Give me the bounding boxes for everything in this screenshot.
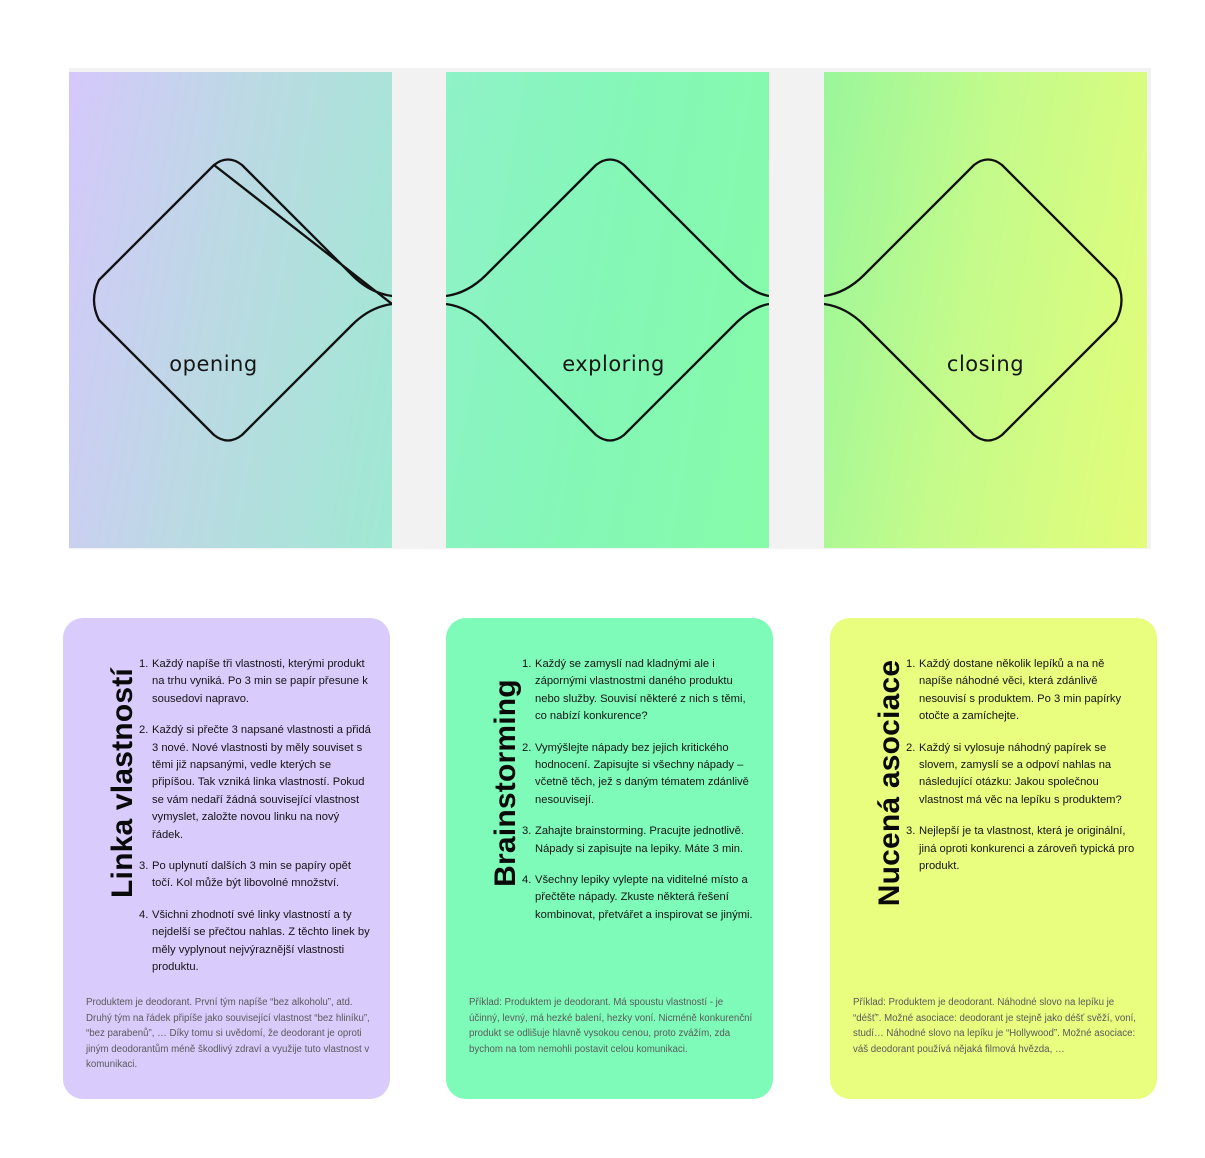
diamond-exploring-shape — [446, 158, 769, 442]
list-item: 2.Vymýšlejte nápady bez jejich kritickéh… — [522, 741, 749, 806]
phase-label-closing: closing — [946, 352, 1025, 376]
steps-list: 1.Každý se zamyslí nad kladnými ale i zá… — [522, 656, 754, 938]
list-item: 4.Všichni zhodnotí své linky vlastností … — [139, 908, 370, 974]
phase-label-exploring: exploring — [562, 352, 665, 376]
card-linka-vlastnosti: Linka vlastností 1.Každý napíše tři vlas… — [63, 618, 390, 1099]
card-brainstorming: Brainstorming 1.Každý se zamyslí nad kla… — [446, 618, 773, 1099]
diamond-opening-shape — [92, 158, 392, 442]
card-nucena-asociace: Nucená asociace 1.Každý dostane několik … — [830, 618, 1157, 1099]
phase-label-opening: opening — [169, 352, 258, 376]
list-item: 2.Každý si přečte 3 napsané vlastnosti a… — [139, 724, 371, 841]
list-item: 1.Každý se zamyslí nad kladnými ale i zá… — [522, 658, 746, 723]
phase-panel-closing: closing — [824, 72, 1147, 548]
list-item: 3.Zahajte brainstorming. Pracujte jednot… — [522, 825, 744, 855]
steps-list: 1.Každý napíše tři vlastnosti, kterými p… — [139, 656, 371, 991]
list-item: 2.Každý si vylosuje náhodný papírek se s… — [906, 741, 1122, 806]
list-item: 3.Nejlepší je ta vlastnost, která je ori… — [906, 825, 1135, 873]
list-item: 3.Po uplynutí dalších 3 min se papíry op… — [139, 860, 352, 890]
list-item: 4.Všechny lepiky vylepte na viditelné mí… — [522, 874, 753, 921]
list-item: 1.Každý napíše tři vlastnosti, kterými p… — [139, 658, 368, 705]
steps-list: 1.Každý dostane několik lepíků a na ně n… — [906, 656, 1138, 889]
list-item: 1.Každý dostane několik lepíků a na ně n… — [906, 658, 1122, 723]
diamond-closing-shape — [824, 158, 1123, 442]
example-text: Produktem je deodorant. První tým napíše… — [86, 997, 370, 1070]
example-text: Příklad: Produktem je deodorant. Má spou… — [469, 997, 753, 1055]
example-text: Příklad: Produktem je deodorant. Náhodné… — [853, 997, 1136, 1055]
phase-panel-opening: opening — [69, 72, 392, 548]
phase-panel-exploring: exploring — [446, 72, 769, 548]
